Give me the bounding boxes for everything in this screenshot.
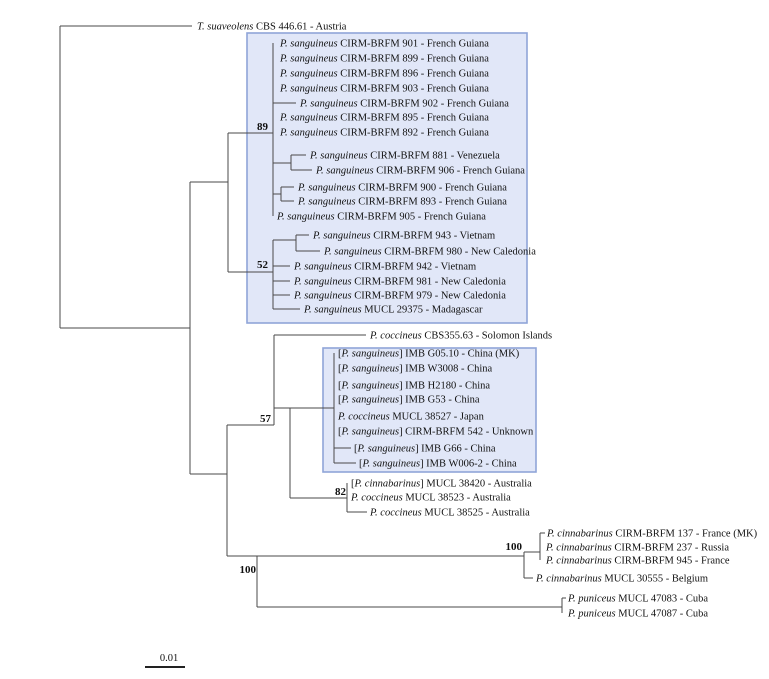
tip-label: [P. sanguineus] IMB W3008 - China [338,364,493,375]
tip-label: P. sanguineus CIRM-BRFM 881 - Venezuela [309,151,500,162]
tip-label: P. sanguineus CIRM-BRFM 903 - French Gui… [279,84,489,95]
tip-label: P. sanguineus CIRM-BRFM 981 - New Caledo… [293,277,506,288]
tip-label: P. sanguineus CIRM-BRFM 902 - French Gui… [299,99,509,110]
bootstrap-value: 57 [260,413,272,425]
tip-label: [P. sanguineus] IMB G05.10 - China (MK) [338,349,520,360]
tip-label: P. coccineus MUCL 38527 - Japan [337,412,485,423]
bootstrap-value: 100 [240,564,257,576]
tip-label: P. sanguineus CIRM-BRFM 942 - Vietnam [293,262,476,273]
bootstrap-value: 52 [257,259,269,271]
scale-bar-label: 0.01 [160,653,178,664]
bootstrap-value: 89 [257,121,269,133]
tip-label: P. coccineus MUCL 38525 - Australia [369,508,530,519]
tip-label: P. sanguineus CIRM-BRFM 896 - French Gui… [279,69,489,80]
tip-label: P. sanguineus CIRM-BRFM 905 - French Gui… [276,212,486,223]
tip-label: P. sanguineus CIRM-BRFM 900 - French Gui… [297,183,507,194]
tip-label: P. cinnabarinus CIRM-BRFM 137 - France (… [546,529,758,540]
tip-label: [P. sanguineus] IMB H2180 - China [338,381,490,392]
tip-label: P. sanguineus MUCL 29375 - Madagascar [303,305,483,316]
tip-label: P. cinnabarinus CIRM-BRFM 237 - Russia [545,543,729,554]
tip-label: P. sanguineus CIRM-BRFM 906 - French Gui… [315,166,525,177]
tip-label: P. puniceus MUCL 47083 - Cuba [567,594,708,605]
tip-label: [P. sanguineus] IMB W006-2 - China [359,459,517,470]
tip-label: P. sanguineus CIRM-BRFM 980 - New Caledo… [323,247,536,258]
tip-label: P. sanguineus CIRM-BRFM 899 - French Gui… [279,54,489,65]
tip-label: P. coccineus MUCL 38523 - Australia [350,493,511,504]
tip-label: [P. sanguineus] IMB G53 - China [338,395,480,406]
tip-label: P. sanguineus CIRM-BRFM 893 - French Gui… [297,197,507,208]
tip-label: P. puniceus MUCL 47087 - Cuba [567,609,708,620]
tip-label: P. sanguineus CIRM-BRFM 943 - Vietnam [312,231,495,242]
bootstrap-value: 82 [335,486,347,498]
tip-label: T. suaveolens CBS 446.61 - Austria [197,22,347,33]
tip-label: P. coccineus CBS355.63 - Solomon Islands [369,331,552,342]
tip-label: P. sanguineus CIRM-BRFM 895 - French Gui… [279,113,489,124]
tip-label: [P. sanguineus] CIRM-BRFM 542 - Unknown [338,427,534,438]
tip-label: [P. sanguineus] IMB G66 - China [354,444,496,455]
tip-label: P. sanguineus CIRM-BRFM 892 - French Gui… [279,128,489,139]
tip-label: P. cinnabarinus MUCL 30555 - Belgium [535,574,708,585]
bootstrap-value: 100 [506,541,523,553]
wild-sanguineus-clade-box [246,32,528,324]
tree-edges [59,25,566,613]
tip-label: P. sanguineus CIRM-BRFM 901 - French Gui… [279,39,489,50]
tip-label: P. cinnabarinus CIRM-BRFM 945 - France [545,556,730,567]
tip-labels: T. suaveolens CBS 446.61 - Austria P. san… [197,22,758,620]
tip-label: P. sanguineus CIRM-BRFM 979 - New Caledo… [293,291,506,302]
tip-label: [P. cinnabarinus] MUCL 38420 - Australia [351,479,532,490]
asian-sanguineus-clade-box [322,347,537,473]
highlight-boxes [246,32,537,473]
bootstrap-labels: 89 52 57 82 100 100 [240,121,523,576]
scale-bar: 0.01 [145,653,185,668]
